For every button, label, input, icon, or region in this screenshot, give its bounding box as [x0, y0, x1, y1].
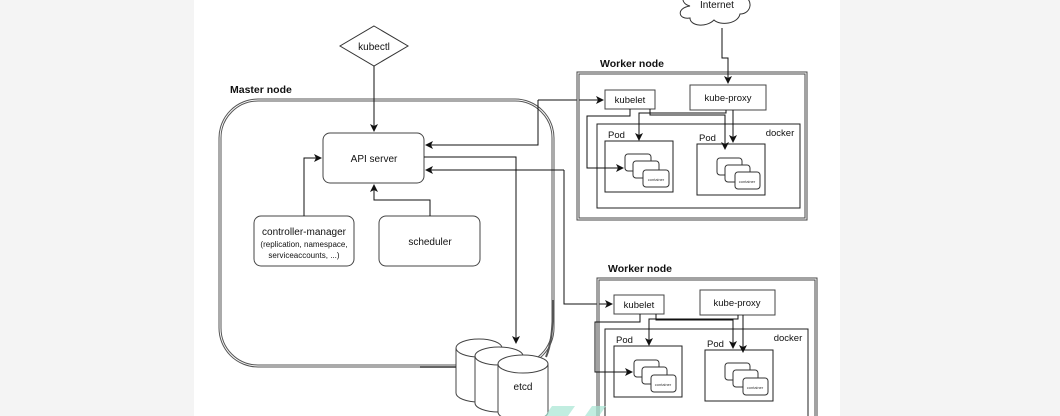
watermark: [545, 406, 606, 416]
etcd-label: etcd: [514, 382, 533, 393]
api-to-worker2-kubelet-arrow: [563, 170, 613, 308]
internet-cloud: Internet: [679, 0, 751, 26]
diagram-canvas: Internet kubectl Master node API server …: [194, 0, 840, 416]
worker-node-label: Worker node: [600, 58, 664, 70]
container-label: container: [747, 385, 764, 390]
docker-label: docker: [766, 128, 795, 139]
kube-proxy[interactable]: kube-proxy: [689, 84, 767, 111]
kubectl-node[interactable]: kubectl: [339, 25, 409, 67]
master-connectors: [303, 66, 613, 344]
container: [742, 377, 769, 396]
pod[interactable]: [604, 140, 674, 193]
kubelet-to-pod1-arrow: [586, 109, 631, 172]
container-stack: [624, 153, 670, 188]
controller-manager-line1: (replication, namespace,: [260, 240, 347, 249]
worker-node-2: Worker node kubelet kube-proxy docker Po…: [594, 263, 818, 416]
container-label: container: [655, 382, 672, 387]
controller-manager-line2: serviceaccounts, ...): [268, 251, 339, 260]
kubelet-to-pod1-top-arrow: [649, 109, 729, 150]
controller-manager[interactable]: controller-manager (replication, namespa…: [253, 215, 355, 267]
docker-runtime-container: [596, 123, 801, 209]
internet-to-kube-proxy-arrow: [721, 28, 732, 84]
docker-label: docker: [774, 333, 803, 344]
kube-proxy-to-pod1-arrow: [635, 110, 727, 141]
kubelet-to-pod2-arrow: [655, 314, 737, 349]
etcd-cylinder: [497, 354, 549, 416]
container-stack: [716, 157, 761, 190]
worker-node-label: Worker node: [608, 263, 672, 275]
container-label: container: [739, 179, 756, 184]
pod-label: Pod: [707, 339, 724, 350]
container: [734, 171, 761, 190]
container-label: container: [648, 177, 665, 182]
kubectl-label: kubectl: [358, 42, 390, 53]
architecture-diagram: Internet kubectl Master node API server …: [218, 0, 818, 416]
pod-label: Pod: [608, 130, 625, 141]
pod-label: Pod: [699, 133, 716, 144]
container: [650, 374, 677, 393]
scheduler[interactable]: scheduler: [378, 215, 481, 267]
api-server-label: API server: [351, 154, 398, 165]
worker-node-1: Worker node kubelet kube-proxy docker Po…: [576, 28, 808, 221]
controller-manager-title: controller-manager: [262, 227, 347, 238]
kube-proxy-to-pod1-arrow: [645, 315, 739, 346]
worker1-connectors: [586, 28, 737, 172]
right-margin-panel: [840, 0, 1060, 416]
kube-proxy[interactable]: kube-proxy: [699, 289, 776, 316]
kube-proxy-label: kube-proxy: [705, 93, 752, 104]
controller-to-api-arrow: [303, 154, 322, 216]
left-margin-panel: [0, 0, 194, 416]
kubelet[interactable]: kubelet: [613, 294, 665, 315]
container-stack: [724, 362, 769, 396]
cloud-icon: [679, 0, 751, 26]
kube-proxy-label: kube-proxy: [714, 298, 761, 309]
master-node-label: Master node: [230, 84, 292, 96]
scheduler-label: scheduler: [408, 237, 452, 248]
container: [642, 169, 670, 188]
etcd-cluster[interactable]: etcd: [455, 338, 549, 416]
pod-label: Pod: [616, 335, 633, 346]
docker-runtime-container: [604, 328, 809, 416]
kubelet-label: kubelet: [615, 95, 646, 106]
worker1-to-api-arrow: [425, 100, 539, 149]
api-server[interactable]: API server: [322, 132, 425, 184]
kubelet-label: kubelet: [624, 300, 655, 311]
kubelet[interactable]: kubelet: [604, 89, 656, 110]
worker2-connectors: [594, 314, 747, 376]
kubelet-to-pod1-arrow: [594, 314, 641, 376]
container-stack: [633, 359, 677, 393]
internet-label: Internet: [700, 0, 734, 11]
pod[interactable]: [696, 143, 766, 196]
api-to-etcd-arrow: [424, 156, 520, 344]
scheduler-to-api-arrow: [370, 184, 431, 216]
